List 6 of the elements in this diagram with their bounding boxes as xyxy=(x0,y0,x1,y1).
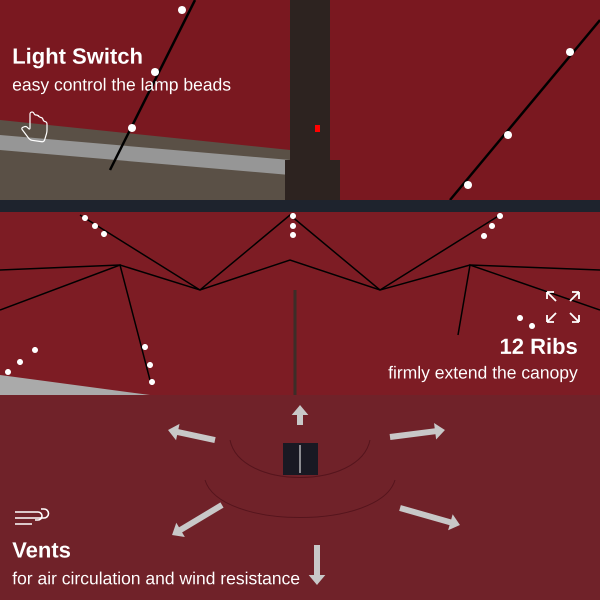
heading: Vents xyxy=(12,542,70,558)
caption-text: firmly extend the canopy xyxy=(388,366,578,382)
heading: Light Switch xyxy=(14,48,142,68)
caption-text: for air circulation and wind resistance xyxy=(12,572,300,584)
caption-text: easy control the lamp beads xyxy=(12,78,230,94)
heading: 12 Ribs xyxy=(500,338,577,354)
